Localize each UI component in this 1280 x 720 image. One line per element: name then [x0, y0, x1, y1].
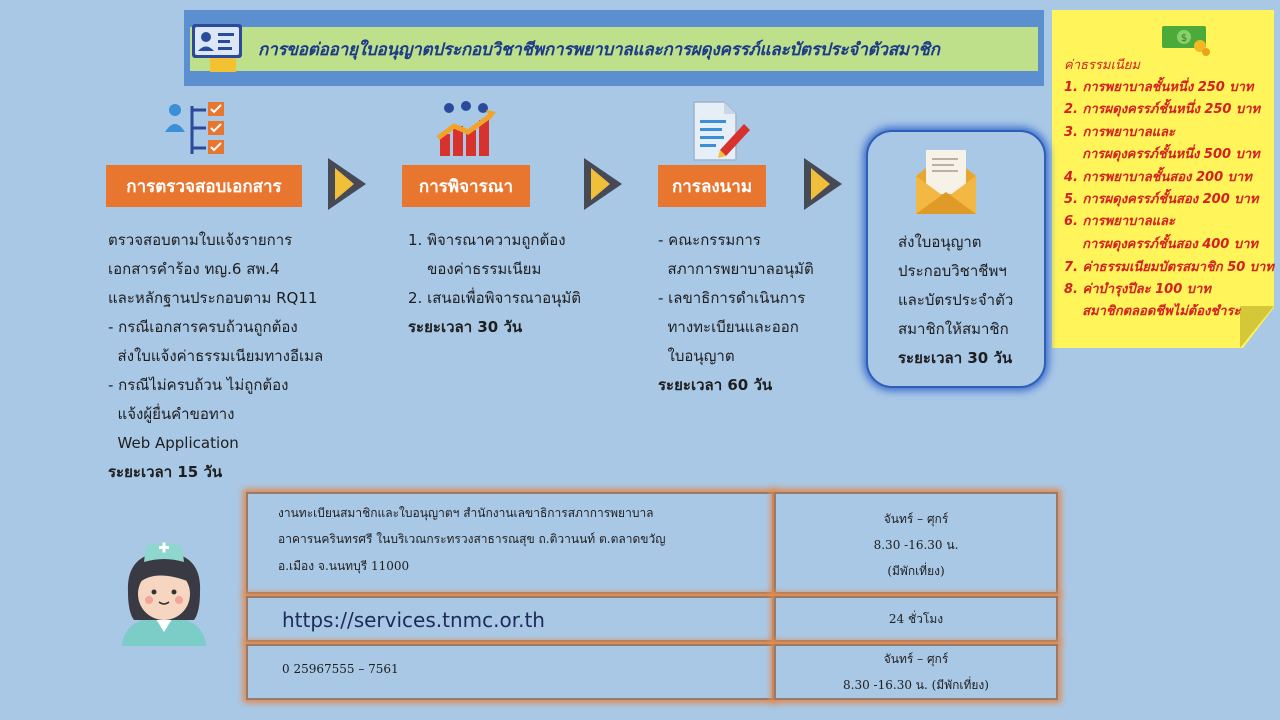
url-hours: 24 ชั่วโมง	[888, 612, 944, 626]
nurse-avatar	[122, 542, 206, 646]
fee-note	[1052, 10, 1274, 348]
fee-line: 6. การพยาบาลและ	[1064, 214, 1175, 229]
page-title: การขอต่ออายุใบอนุญาตประกอบวิชาชีพการพยาบ…	[258, 40, 940, 60]
title-banner-inner	[190, 27, 1038, 71]
svg-text:$: $	[1181, 33, 1187, 44]
phone-hours-line: 8.30 -16.30 น. (มีพักเที่ยง)	[843, 678, 989, 692]
document-sign-icon	[693, 101, 750, 161]
arrow-right-icon	[328, 158, 366, 210]
growth-chart-icon	[436, 101, 496, 156]
arrow-right-icon	[584, 158, 622, 210]
fee-line: 3. การพยาบาลและ	[1064, 125, 1175, 140]
address-line: อาคารนครินทรศรี ในบริเวณกระทรวงสาธารณสุข…	[278, 532, 666, 546]
step-signing-label: การลงนาม	[658, 165, 766, 207]
contact-url-hours-cell	[774, 596, 1058, 642]
fee-line: 4. การพยาบาลชั้นสอง 200 บาท	[1064, 170, 1252, 185]
step-consideration-label: การพิจารณา	[402, 165, 530, 207]
fee-line: 5. การผดุงครรภ์ชั้นสอง 200 บาท	[1064, 192, 1259, 207]
fee-line: 2. การผดุงครรภ์ชั้นหนึ่ง 250 บาท	[1064, 102, 1261, 117]
step-document-check-label: การตรวจสอบเอกสาร	[106, 165, 302, 207]
fee-line: การผดุงครรภ์ชั้นหนึ่ง 500 บาท	[1064, 147, 1260, 162]
phone-number: 0 25967555 – 7561	[282, 662, 399, 676]
address-line: งานทะเบียนสมาชิกและใบอนุญาตฯ สำนักงานเลข…	[278, 506, 654, 520]
phone-hours-line: จันทร์ – ศุกร์	[883, 652, 949, 666]
id-card-icon	[192, 24, 242, 72]
fee-line: 7. ค่าธรรมเนียมบัตรสมาชิก 50 บาท	[1064, 260, 1274, 275]
address-hours-line: จันทร์ – ศุกร์	[883, 512, 949, 526]
step-delivery-text: ส่งใบอนุญาตประกอบวิชาชีพฯและบัตรประจำตัว…	[898, 233, 1014, 367]
money-icon: $	[1162, 26, 1210, 56]
step-document-check-text: ตรวจสอบตามใบแจ้งรายการเอกสารคำร้อง ทญ.6 …	[108, 231, 324, 481]
contact-phone-hours-cell	[774, 644, 1058, 700]
fee-line: สมาชิกตลอดชีพไม่ต้องชำระ	[1064, 304, 1241, 319]
contact-address-hours-cell	[774, 492, 1058, 594]
checklist-icon	[165, 102, 224, 154]
fee-line: 8. ค่าบำรุงปีละ 100 บาท	[1064, 282, 1211, 297]
contact-address-cell	[246, 492, 774, 594]
contact-phone-cell	[246, 644, 774, 700]
envelope-icon	[916, 150, 976, 214]
address-line: อ.เมือง จ.นนทบุรี 11000	[278, 559, 410, 573]
service-url-link[interactable]: https://services.tnmc.or.th	[282, 608, 545, 632]
address-hours-line: (มีพักเที่ยง)	[887, 564, 945, 578]
fee-title: ค่าธรรมเนียม	[1064, 58, 1140, 73]
arrow-right-icon	[804, 158, 842, 210]
address-hours-line: 8.30 -16.30 น.	[873, 538, 959, 552]
fee-line: 1. การพยาบาลชั้นหนึ่ง 250 บาท	[1064, 80, 1254, 95]
contact-url-cell	[246, 596, 774, 642]
fee-line: การผดุงครรภ์ชั้นสอง 400 บาท	[1064, 237, 1259, 252]
step-signing-text: - คณะกรรมการ สภาการพยาบาลอนุมัติ- เลขาธิ…	[658, 231, 814, 394]
